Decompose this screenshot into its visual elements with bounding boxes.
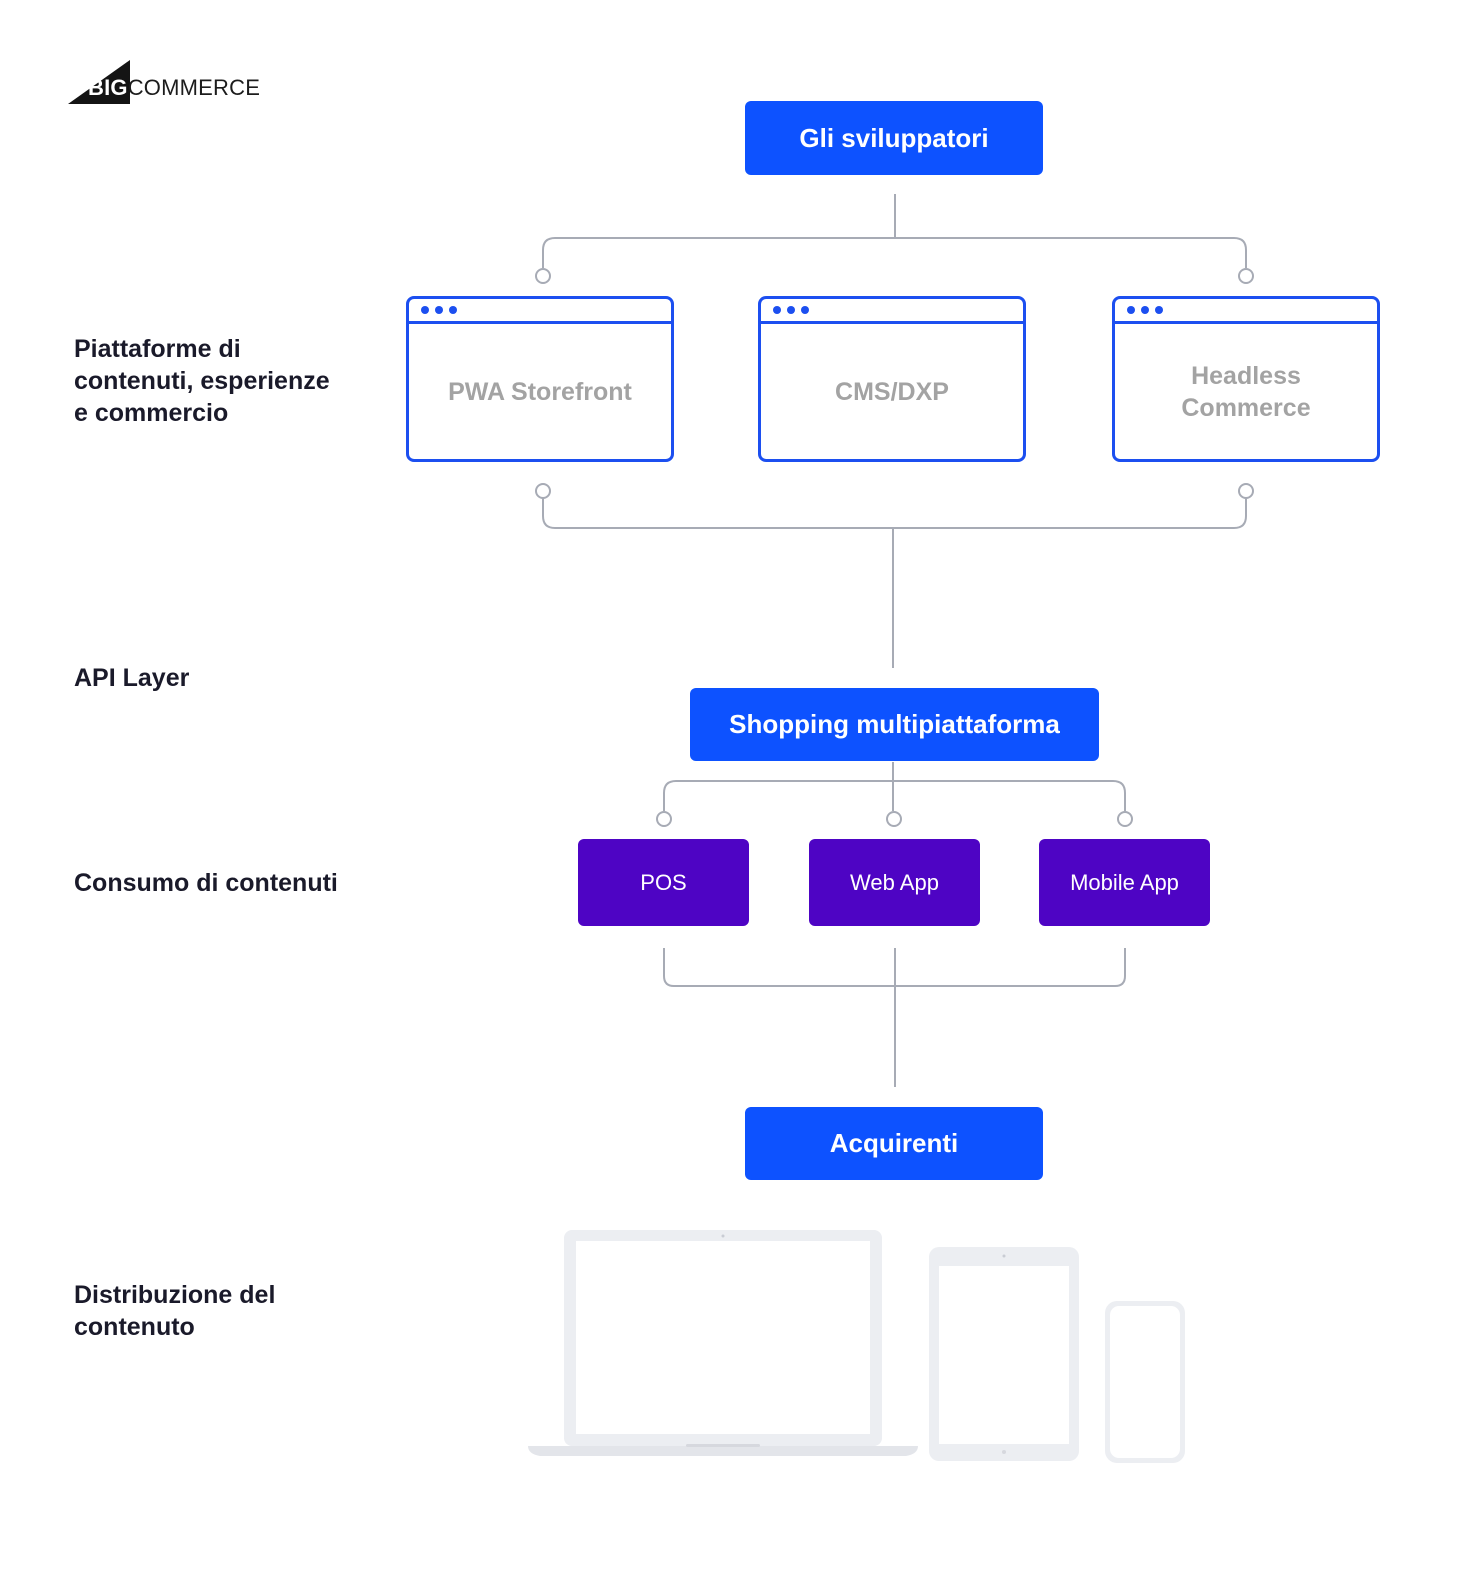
buyers-node: Acquirenti	[745, 1107, 1043, 1180]
bigcommerce-logo: BIGCOMMERCE	[68, 58, 278, 106]
platform-title: PWA Storefront	[448, 377, 632, 406]
logo-triangle-icon	[68, 60, 130, 104]
window-dots-icon	[773, 306, 809, 314]
phone-icon	[1105, 1301, 1185, 1463]
channel-pos: POS	[578, 839, 749, 926]
laptop-icon	[528, 1230, 918, 1456]
tablet-icon	[929, 1247, 1079, 1461]
channel-mobile-app: Mobile App	[1039, 839, 1210, 926]
platform-window-pwa: PWA Storefront	[406, 296, 674, 462]
label-distribution: Distribuzione del contenuto	[74, 1281, 276, 1341]
logo-commerce: COMMERCE	[127, 75, 261, 100]
label-consumption: Consumo di contenuti	[74, 869, 338, 897]
platform-title: Headless Commerce	[1181, 361, 1311, 422]
platform-window-cms: CMS/DXP	[758, 296, 1026, 462]
window-dots-icon	[421, 306, 457, 314]
label-api-layer: API Layer	[74, 664, 190, 692]
channel-web-app: Web App	[809, 839, 980, 926]
window-dots-icon	[1127, 306, 1163, 314]
api-node: Shopping multipiattaforma	[690, 688, 1099, 761]
platform-title: CMS/DXP	[835, 377, 949, 406]
developers-node: Gli sviluppatori	[745, 101, 1043, 175]
label-platforms: Piattaforme di contenuti, esperienze e c…	[74, 335, 330, 427]
logo-big: BIG	[88, 75, 128, 100]
platform-window-headless: Headless Commerce	[1112, 296, 1380, 462]
